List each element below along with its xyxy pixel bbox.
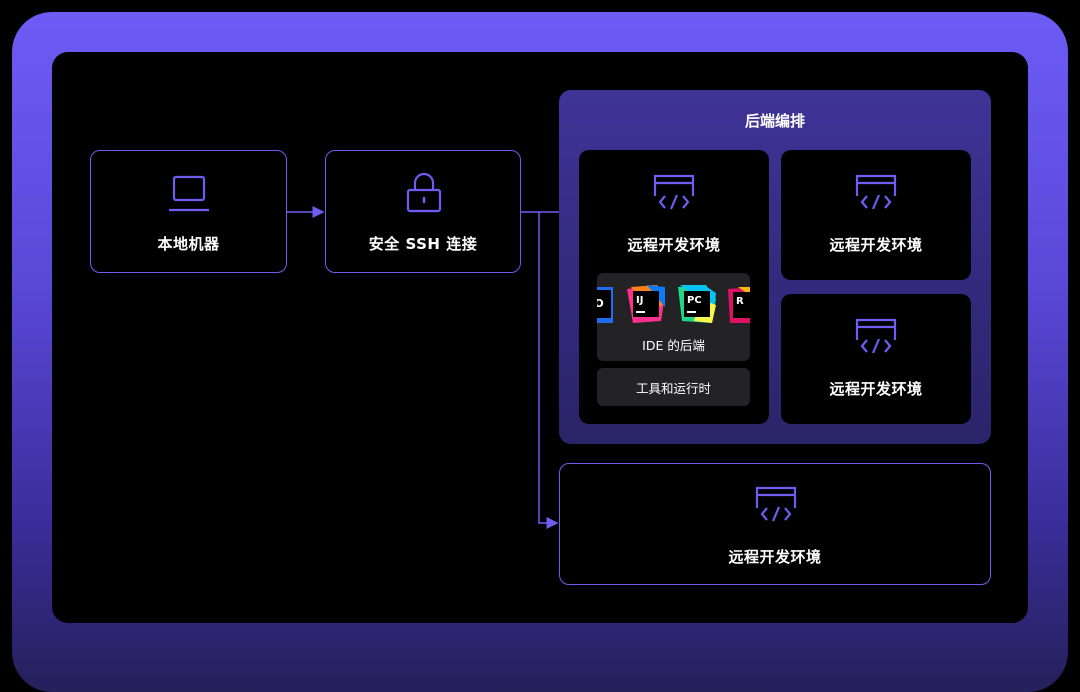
- remote-env-label: 远程开发环境: [627, 236, 721, 254]
- pycharm-logo-text: PC: [687, 295, 702, 306]
- remote-env-card-main: 远程开发环境 O IJ: [579, 150, 769, 424]
- lock-icon: [406, 172, 442, 213]
- intellij-logo: IJ: [627, 285, 665, 327]
- ide-backend-chip: O IJ PC: [597, 273, 750, 361]
- ide-logo-o: O: [597, 287, 613, 327]
- ssh-node: 安全 SSH 连接: [325, 150, 521, 273]
- remote-env-card-top-right: 远程开发环境: [781, 150, 971, 280]
- ssh-label: 安全 SSH 连接: [368, 235, 478, 253]
- tools-runtime-label: 工具和运行时: [635, 381, 711, 396]
- intellij-logo-text: IJ: [636, 295, 643, 306]
- local-machine-label: 本地机器: [157, 235, 220, 253]
- pycharm-logo: PC: [678, 285, 716, 327]
- remote-env-label: 远程开发环境: [829, 236, 923, 254]
- backend-orchestration-group: 后端编排 远程开发环境 O IJ: [559, 90, 991, 444]
- remote-env-label: 远程开发环境: [728, 548, 822, 566]
- ide-backend-label: IDE 的后端: [642, 338, 705, 353]
- remote-env-card-bottom-right: 远程开发环境: [781, 294, 971, 424]
- tools-runtime-chip: 工具和运行时: [597, 368, 750, 406]
- code-window-icon: [653, 174, 695, 210]
- laptop-icon: [169, 175, 209, 212]
- rider-logo-text: R: [736, 296, 744, 307]
- code-window-icon: [755, 486, 797, 522]
- arrow-ssh-to-standalone-env: [538, 212, 559, 529]
- code-window-icon: [855, 318, 897, 354]
- remote-env-label: 远程开发环境: [829, 380, 923, 398]
- orchestration-title: 后端编排: [744, 112, 805, 130]
- remote-env-standalone: 远程开发环境: [559, 463, 991, 585]
- rider-logo: R: [728, 287, 750, 327]
- local-machine-node: 本地机器: [90, 150, 287, 273]
- code-window-icon: [855, 174, 897, 210]
- ide-logo-o-text: O: [597, 297, 604, 310]
